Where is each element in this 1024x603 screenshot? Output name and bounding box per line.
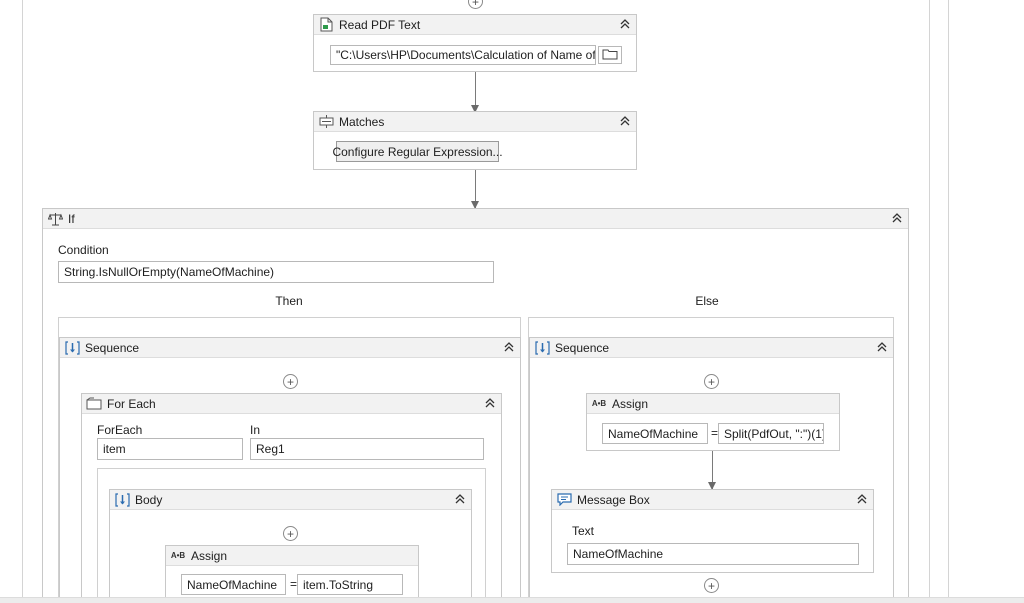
pdf-document-icon xyxy=(317,16,335,34)
if-title: If xyxy=(68,211,75,226)
assign-icon: A•B xyxy=(170,551,186,560)
matches-activity[interactable]: Matches Configure Regular Expression... xyxy=(313,111,637,170)
else-assign-header[interactable]: A•B Assign xyxy=(587,394,839,414)
designer-right-border xyxy=(929,0,930,598)
assign-to-input[interactable]: NameOfMachine xyxy=(181,574,286,595)
sequence-icon xyxy=(533,339,551,357)
for-each-icon xyxy=(85,395,103,413)
if-activity[interactable]: If Condition String.IsNullOrEmpty(NameOf… xyxy=(42,208,909,603)
then-label: Then xyxy=(275,294,303,308)
message-box-activity[interactable]: Message Box Text NameOfMachine xyxy=(551,489,874,573)
body-assign-title: Assign xyxy=(191,548,228,563)
then-sequence-title: Sequence xyxy=(85,340,140,355)
double-chevron-up-icon[interactable] xyxy=(875,340,889,354)
for-each-body-container: Body + A•B Assign xyxy=(97,468,486,603)
browse-file-button[interactable] xyxy=(598,46,622,64)
designer-scroll-gutter xyxy=(948,0,949,598)
assign-equals-sign: = xyxy=(711,426,719,440)
double-chevron-up-icon[interactable] xyxy=(453,492,467,506)
else-sequence-activity[interactable]: Sequence + A•B Assign NameOfMachine = Sp… xyxy=(529,337,894,603)
assign-value-input[interactable]: item.ToString xyxy=(297,574,403,595)
read-pdf-text-header[interactable]: Read PDF Text xyxy=(314,15,636,35)
sequence-icon xyxy=(113,491,131,509)
if-header[interactable]: If xyxy=(43,209,908,229)
foreach-variable-input[interactable]: item xyxy=(97,438,243,460)
if-scales-icon xyxy=(46,210,64,228)
connector-arrow-3 xyxy=(708,451,716,490)
connector-arrow-1 xyxy=(471,72,479,113)
condition-label: Condition xyxy=(58,243,109,257)
read-pdf-text-activity[interactable]: Read PDF Text "C:\Users\HP\Documents\Cal… xyxy=(313,14,637,72)
message-text-input[interactable]: NameOfMachine xyxy=(567,543,859,565)
then-branch-drop-area[interactable]: Sequence + For Each xyxy=(58,317,521,603)
message-text-label: Text xyxy=(572,524,595,538)
in-collection-input[interactable]: Reg1 xyxy=(250,438,484,460)
foreach-label: ForEach xyxy=(97,423,143,437)
else-sequence-header[interactable]: Sequence xyxy=(530,338,893,358)
else-assign-title: Assign xyxy=(612,396,649,411)
then-sequence-header[interactable]: Sequence xyxy=(60,338,520,358)
else-assign-activity[interactable]: A•B Assign NameOfMachine = Split(PdfOut,… xyxy=(586,393,840,451)
designer-left-border xyxy=(22,0,23,598)
matches-title: Matches xyxy=(339,114,385,129)
assign-icon: A•B xyxy=(591,399,607,408)
add-activity-button[interactable]: + xyxy=(704,578,719,593)
double-chevron-up-icon[interactable] xyxy=(855,492,869,506)
assign-to-input[interactable]: NameOfMachine xyxy=(602,423,708,444)
body-title: Body xyxy=(135,492,163,507)
assign-equals-sign: = xyxy=(290,577,298,591)
message-box-title: Message Box xyxy=(577,492,650,507)
double-chevron-up-icon[interactable] xyxy=(618,17,632,31)
else-sequence-title: Sequence xyxy=(555,340,610,355)
add-activity-button[interactable]: + xyxy=(283,374,298,389)
folder-icon xyxy=(602,48,618,63)
body-sequence-activity[interactable]: Body + A•B Assign xyxy=(109,489,472,603)
message-box-icon xyxy=(555,491,573,509)
add-activity-button-top[interactable]: + xyxy=(468,0,483,9)
matches-header[interactable]: Matches xyxy=(314,112,636,132)
else-label: Else xyxy=(695,294,719,308)
condition-input[interactable]: String.IsNullOrEmpty(NameOfMachine) xyxy=(58,261,494,283)
assign-value-input[interactable]: Split(PdfOut, ":")(1) xyxy=(718,423,824,444)
double-chevron-up-icon[interactable] xyxy=(618,114,632,128)
body-assign-activity[interactable]: A•B Assign NameOfMachine = item.ToString xyxy=(165,545,419,603)
for-each-header[interactable]: For Each xyxy=(82,394,501,414)
else-branch-drop-area[interactable]: Sequence + A•B Assign NameOfMachine = Sp… xyxy=(528,317,894,603)
double-chevron-up-icon[interactable] xyxy=(483,396,497,410)
for-each-title: For Each xyxy=(107,396,156,411)
body-assign-header[interactable]: A•B Assign xyxy=(166,546,418,566)
message-box-header[interactable]: Message Box xyxy=(552,490,873,510)
regex-matches-icon xyxy=(317,113,335,131)
connector-arrow-2 xyxy=(471,170,479,209)
body-header[interactable]: Body xyxy=(110,490,471,510)
double-chevron-up-icon[interactable] xyxy=(502,340,516,354)
then-sequence-activity[interactable]: Sequence + For Each xyxy=(59,337,521,603)
in-label: In xyxy=(250,423,261,437)
file-path-input[interactable]: "C:\Users\HP\Documents\Calculation of Na… xyxy=(330,45,596,65)
add-activity-button[interactable]: + xyxy=(283,526,298,541)
double-chevron-up-icon[interactable] xyxy=(890,211,904,225)
horizontal-scrollbar[interactable] xyxy=(0,597,1024,603)
read-pdf-text-title: Read PDF Text xyxy=(339,17,421,32)
sequence-icon xyxy=(63,339,81,357)
for-each-activity[interactable]: For Each ForEach item In Reg1 xyxy=(81,393,502,603)
configure-regex-button[interactable]: Configure Regular Expression... xyxy=(332,141,503,162)
add-activity-button[interactable]: + xyxy=(704,374,719,389)
